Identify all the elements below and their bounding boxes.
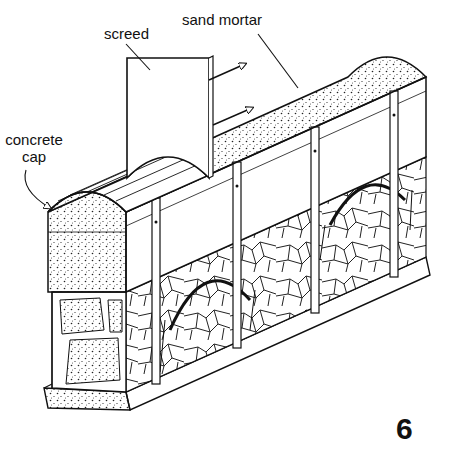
figure-number: 6 — [396, 412, 413, 445]
part-label: screed — [104, 26, 149, 43]
part-label: concrete cap — [2, 132, 66, 165]
part-label: sand mortar — [182, 12, 262, 29]
